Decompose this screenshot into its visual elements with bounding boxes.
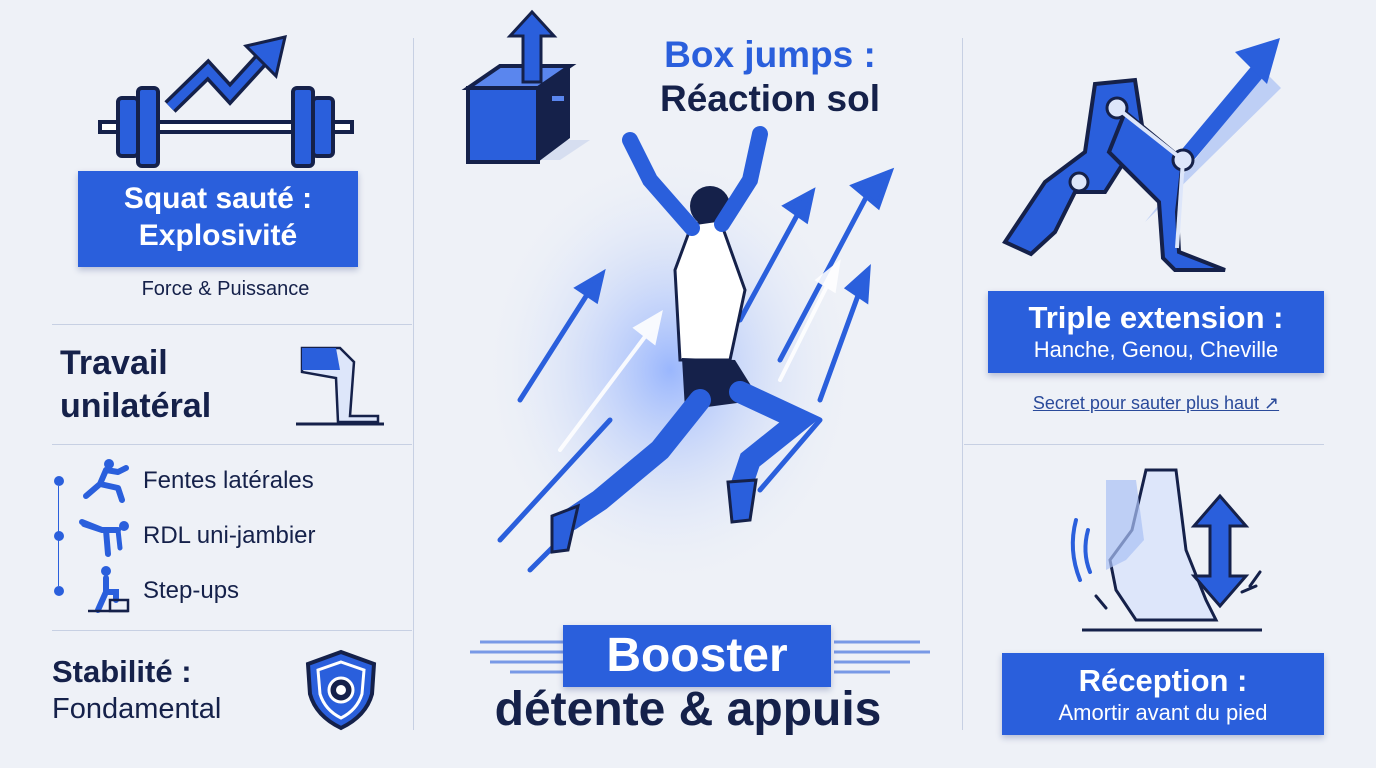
unilateral-title-line2: unilatéral xyxy=(60,387,212,425)
title-speed-lines-left xyxy=(470,640,566,674)
squat-subtitle: Explosivité xyxy=(138,219,298,252)
rdl-icon xyxy=(79,519,129,557)
exercise-item-1: Fentes latérales xyxy=(143,467,314,494)
leg-extension-icon xyxy=(1002,38,1281,272)
shield-icon xyxy=(305,649,377,731)
main-title: Booster xyxy=(606,629,788,682)
triple-extension-banner: Triple extension : Hanche, Genou, Chevil… xyxy=(988,291,1324,373)
trend-up-arrow-icon xyxy=(164,34,288,113)
stability-title: Stabilité : xyxy=(52,654,192,689)
divider-left-2 xyxy=(52,444,412,445)
box-jumps-title: Box jumps : xyxy=(664,34,876,75)
box-icon xyxy=(461,9,590,164)
main-title-banner: Booster xyxy=(563,625,831,687)
bullet-3 xyxy=(54,586,64,596)
reception-banner: Réception : Amortir avant du pied xyxy=(1002,653,1324,735)
stability-subtitle: Fondamental xyxy=(52,693,222,725)
reception-title: Réception : xyxy=(1078,663,1248,698)
reception-subtitle: Amortir avant du pied xyxy=(1058,700,1268,725)
jumping-athlete xyxy=(480,126,895,590)
title-speed-lines-right xyxy=(834,640,930,674)
bullet-connector xyxy=(58,486,59,586)
unilateral-title-line1: Travail xyxy=(60,344,168,382)
foot-landing-icon xyxy=(1070,468,1262,632)
triple-extension-title: Triple extension : xyxy=(1028,300,1284,335)
exercise-item-2: RDL uni-jambier xyxy=(143,522,316,549)
squat-caption: Force & Puissance xyxy=(141,278,310,300)
divider-left-1 xyxy=(52,324,412,325)
knee-icon xyxy=(296,346,384,426)
lunge-icon xyxy=(83,459,129,503)
triple-extension-subtitle: Hanche, Genou, Cheville xyxy=(1033,337,1279,362)
divider-left-3 xyxy=(52,630,412,631)
up-down-arrow-icon xyxy=(1190,493,1250,609)
squat-banner: Squat sauté : Explosivité xyxy=(78,171,358,267)
exercise-item-3: Step-ups xyxy=(143,577,240,604)
bullet-2 xyxy=(54,531,64,541)
divider-right-1 xyxy=(964,444,1324,445)
divider-right xyxy=(962,38,963,730)
barbell-icon xyxy=(98,86,354,168)
bullet-1 xyxy=(54,476,64,486)
box-jumps-subtitle: Réaction sol xyxy=(660,78,880,119)
squat-title: Squat sauté : xyxy=(123,182,313,215)
secret-link[interactable]: Secret pour sauter plus haut ↗ xyxy=(1032,393,1280,413)
divider-left xyxy=(413,38,414,730)
step-up-icon xyxy=(88,566,130,613)
main-subtitle: détente & appuis xyxy=(494,683,882,736)
